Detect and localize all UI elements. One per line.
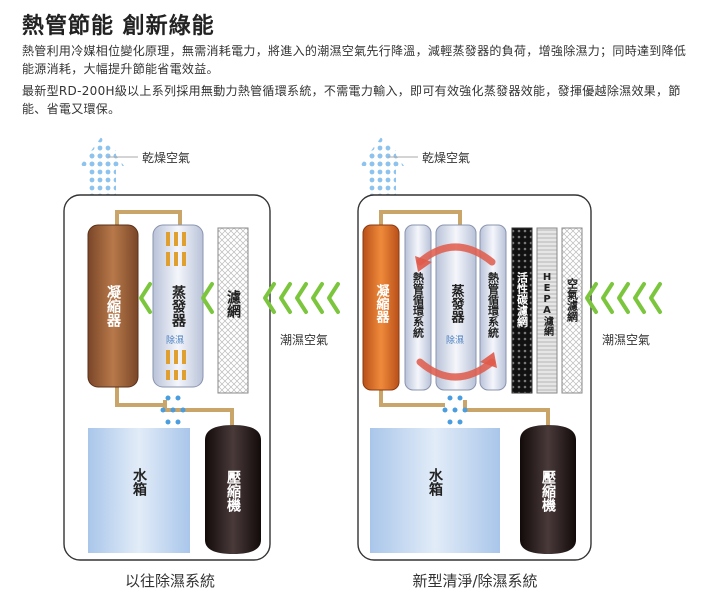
- left-evaporator: [152, 224, 204, 388]
- right-hepa-filter-label: HEPA濾網: [542, 272, 554, 337]
- left-compressor: [205, 425, 261, 554]
- heatpipe-circulation-arrows: [416, 243, 496, 381]
- right-humid-air-label: 潮濕空氣: [602, 332, 650, 347]
- left-water-tank: [88, 428, 190, 553]
- right-compressor-label: 壓縮機: [540, 469, 556, 513]
- right-heatpipe-right-label: 熱管循環系統: [487, 271, 500, 339]
- right-water-tank: [370, 428, 500, 553]
- left-system: 乾燥空氣 凝縮器 蒸發器 除濕 濾網: [63, 136, 340, 561]
- left-caption: 以往除濕系統: [124, 572, 215, 590]
- dehumidifier-diagram: 乾燥空氣 凝縮器 蒸發器 除濕 濾網: [63, 136, 662, 561]
- right-carbon-filter-label: 活性碳濾網: [516, 271, 529, 328]
- right-evaporator: [435, 224, 477, 391]
- right-air-filter-label: 空氣濾網: [566, 277, 579, 323]
- right-dry-air-arrow: [360, 136, 404, 198]
- page-title: 熱管節能 創新綠能: [22, 14, 215, 39]
- right-air-filter: [561, 227, 583, 394]
- left-filter: [217, 227, 249, 394]
- right-hepa-filter: [536, 227, 558, 394]
- right-tank-label: 水箱: [427, 467, 443, 497]
- right-system: 乾燥空氣 凝縮器 熱管循環系統 蒸發器 除濕 熱管循環系統 活性碳濾網: [357, 136, 662, 561]
- left-dry-air-arrow: [80, 136, 124, 198]
- detail-paragraph: 最新型RD-200H級以上系列採用無動力熱管循環系統，不需電力輸入，即可有效強化…: [22, 84, 681, 116]
- right-heatpipe-left-label: 熱管循環系統: [412, 271, 425, 339]
- right-humid-air-arrows: [585, 282, 662, 314]
- right-heatpipe-right: [479, 224, 507, 391]
- left-humid-air-label: 潮濕空氣: [280, 332, 328, 347]
- left-evaporator-sub: 除濕: [166, 334, 184, 346]
- left-filter-label: 濾網: [225, 289, 241, 319]
- right-dry-air-label: 乾燥空氣: [422, 151, 470, 165]
- right-condenser-label: 凝縮器: [374, 283, 391, 324]
- right-evaporator-sub: 除濕: [446, 334, 464, 346]
- intro-paragraph: 熱管利用冷媒相位變化原理，無需消耗電力，將進入的潮濕空氣先行降溫，減輕蒸發器的負…: [22, 44, 687, 76]
- right-carbon-filter: [511, 227, 533, 394]
- right-caption: 新型清淨/除濕系統: [412, 572, 538, 590]
- left-evaporator-label: 蒸發器: [170, 284, 187, 328]
- left-dry-air-label: 乾燥空氣: [142, 151, 190, 165]
- left-humid-air-arrows: [139, 282, 340, 314]
- right-water-drops-icon: [442, 395, 468, 425]
- left-condenser-label: 凝縮器: [105, 285, 122, 328]
- right-evaporator-label: 蒸發器: [449, 283, 466, 324]
- left-water-drops-icon: [160, 395, 186, 425]
- left-compressor-label: 壓縮機: [225, 469, 241, 513]
- right-compressor: [520, 425, 576, 554]
- left-tank-label: 水箱: [131, 467, 147, 497]
- right-condenser: [362, 224, 400, 391]
- left-condenser: [87, 224, 139, 388]
